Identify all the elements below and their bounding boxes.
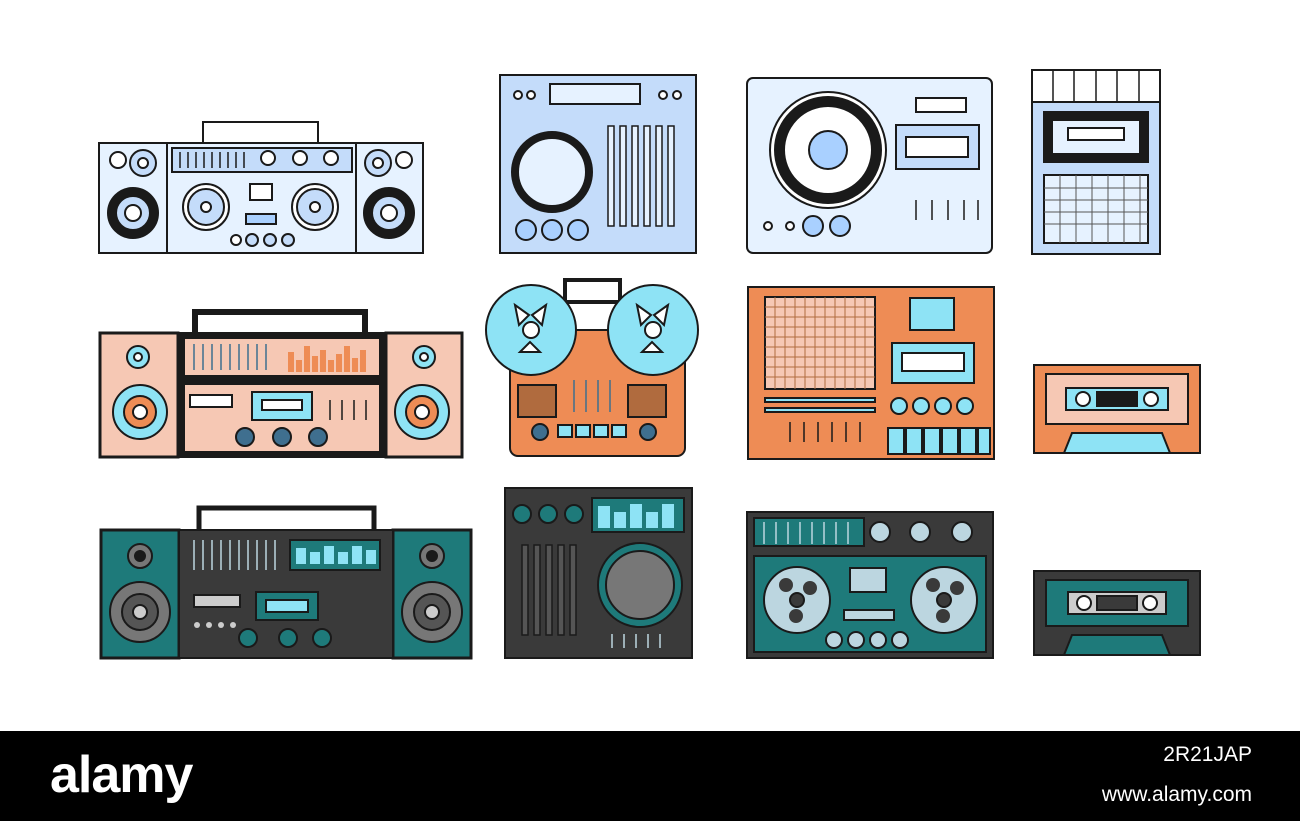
tape-deck-orange <box>747 286 995 460</box>
mixer-light-blue <box>499 74 697 254</box>
alamy-logo: alamy <box>50 746 193 804</box>
reel-to-reel-orange <box>485 278 699 457</box>
cassette-player-light-blue <box>1031 69 1161 255</box>
reel-to-reel-teal <box>746 511 994 659</box>
site-url: www.alamy.com <box>1101 783 1252 806</box>
watermark-footer: alamy 2R21JAP www.alamy.com <box>0 731 1300 821</box>
tape-deck-light-blue <box>746 77 993 254</box>
mixer-dark <box>504 487 693 659</box>
cassette-orange <box>1033 364 1201 454</box>
image-id: 2R21JAP <box>1163 743 1252 766</box>
boombox-light-blue <box>98 121 424 254</box>
cassette-dark <box>1033 570 1201 656</box>
boombox-dark <box>99 505 473 660</box>
retro-audio-illustration <box>98 69 1201 660</box>
boombox-peach <box>98 309 464 459</box>
